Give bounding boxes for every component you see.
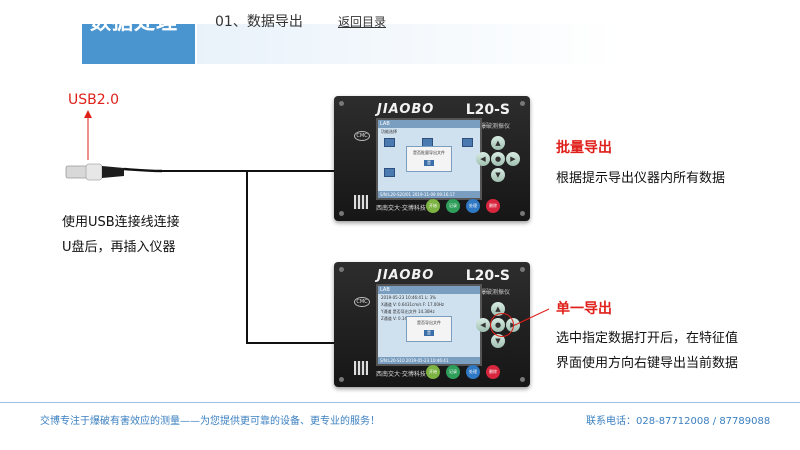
record-button[interactable]: 记录	[446, 199, 460, 213]
arrow-down-icon[interactable]: ▼	[491, 334, 505, 348]
screw-icon	[520, 211, 525, 216]
usb-description: 使用USB连接线连接 U盘后，再插入仪器	[62, 210, 180, 260]
cable-bottom-horizontal	[246, 342, 340, 344]
footer-contact: 联系电话：028-87712008 / 87789088	[586, 416, 771, 427]
single-export-description-line2: 界面使用方向右键导出当前数据	[556, 356, 739, 371]
process-button[interactable]: 处理	[466, 199, 480, 213]
batch-export-description: 根据提示导出仪器内所有数据	[556, 171, 726, 186]
screen-line: 2019-05-23 10:46:41 L: 3%	[381, 295, 436, 300]
screen-line: X通道 V: 0.6431cm/s F: 17.00Hz	[381, 302, 445, 307]
arrow-down-icon[interactable]: ▼	[491, 168, 505, 182]
arrow-up-icon[interactable]: ▲	[491, 136, 505, 150]
screen-status-bar: LAB	[378, 286, 480, 294]
screen-footer: S/N:L20-S10 2019-05-23 10:46:41	[378, 357, 480, 364]
single-export-description-line1: 选中指定数据打开后，在特征值	[556, 331, 739, 346]
device-subtitle: 爆破测振仪	[479, 123, 510, 130]
footer-divider	[0, 402, 800, 403]
dialog-text: 是否导出文件	[417, 320, 441, 325]
qr-code-icon	[354, 195, 368, 209]
file-manager-icon	[384, 138, 395, 147]
screw-icon	[520, 267, 525, 272]
ccc-certification-icon: CMC	[354, 297, 370, 307]
device-model: L20-S	[465, 102, 510, 118]
arrow-left-icon[interactable]: ◀	[476, 152, 490, 166]
screw-icon	[520, 377, 525, 382]
usb-description-line1: 使用USB连接线连接	[62, 215, 180, 230]
device-brand: JIAOBO	[377, 102, 435, 117]
batch-export-dialog: 是否批量导出文件 是	[406, 146, 452, 172]
ccc-certification-icon: CMC	[354, 131, 370, 141]
single-export-dialog: 是否导出文件 是	[406, 316, 452, 342]
single-export-title: 单一导出	[556, 301, 612, 317]
highlight-pointer-line	[514, 308, 550, 326]
settings-icon	[462, 138, 473, 147]
device-model: L20-S	[465, 268, 510, 284]
arrow-right-icon[interactable]: ▶	[506, 152, 520, 166]
section-title: 01、数据导出	[215, 14, 303, 30]
usb-pointer-arrow	[84, 110, 92, 160]
device-screen: LAB 功能选择 是否批量导出文件 是 S/N:L20-S20/01 2019-…	[376, 118, 482, 200]
delete-button[interactable]: 删除	[486, 365, 500, 379]
direction-pad: ▲ ◀ ● ▶ ▼	[476, 136, 520, 182]
dialog-confirm-button[interactable]: 是	[424, 160, 434, 166]
screw-icon	[339, 101, 344, 106]
screen-status-bar: LAB	[378, 120, 480, 128]
device-vendor: 西南交大·交博科技	[376, 205, 426, 212]
batch-export-title: 批量导出	[556, 140, 612, 156]
screen-menu-title: 功能选择	[381, 129, 397, 134]
header-section-block	[197, 24, 800, 64]
start-button[interactable]: 开始	[426, 365, 440, 379]
start-button[interactable]: 开始	[426, 199, 440, 213]
cable-main-horizontal	[160, 170, 340, 172]
screen-line: Y通道 是否导出文件 14.30Hz	[381, 309, 435, 314]
screw-icon	[520, 101, 525, 106]
device-screen: LAB 2019-05-23 10:46:41 L: 3% X通道 V: 0.6…	[376, 284, 482, 366]
dialog-text: 是否批量导出文件	[413, 150, 445, 155]
usb-label: USB2.0	[68, 92, 120, 108]
device-subtitle: 爆破测振仪	[479, 289, 510, 296]
usb-description-line2: U盘后，再插入仪器	[62, 240, 176, 255]
qr-code-icon	[354, 361, 368, 375]
device-bottom: JIAOBO L20-S 爆破测振仪 CMC LAB 2019-05-23 10…	[334, 262, 530, 387]
cable-vertical	[246, 170, 248, 344]
header-title-block	[82, 24, 195, 64]
footer-slogan: 交博专注于爆破有害效应的测量——为您提供更可靠的设备、更专业的服务！	[40, 416, 380, 427]
process-button[interactable]: 处理	[466, 365, 480, 379]
arrow-left-icon[interactable]: ◀	[476, 318, 490, 332]
page-title: 数据处理	[90, 10, 178, 34]
device-vendor: 西南交大·交博科技	[376, 371, 426, 378]
data-icon	[384, 168, 395, 177]
record-button[interactable]: 记录	[446, 365, 460, 379]
screw-icon	[339, 267, 344, 272]
right-key-highlight-ring	[490, 313, 514, 337]
device-top: JIAOBO L20-S 爆破测振仪 CMC LAB 功能选择 是否批量导出文件…	[334, 96, 530, 221]
single-export-description: 选中指定数据打开后，在特征值 界面使用方向右键导出当前数据	[556, 326, 738, 376]
header-bar	[0, 24, 800, 64]
dialog-confirm-button[interactable]: 是	[424, 330, 434, 336]
usb-plug-icon	[65, 163, 162, 181]
screw-icon	[339, 377, 344, 382]
screen-footer: S/N:L20-S20/01 2019-11-09 09:16:17	[378, 191, 480, 198]
device-brand: JIAOBO	[377, 268, 435, 283]
arrow-up-icon[interactable]: ▲	[491, 302, 505, 316]
screw-icon	[339, 211, 344, 216]
back-to-contents-link[interactable]: 返回目录	[338, 15, 387, 29]
enter-icon[interactable]: ●	[491, 152, 505, 166]
delete-button[interactable]: 删除	[486, 199, 500, 213]
